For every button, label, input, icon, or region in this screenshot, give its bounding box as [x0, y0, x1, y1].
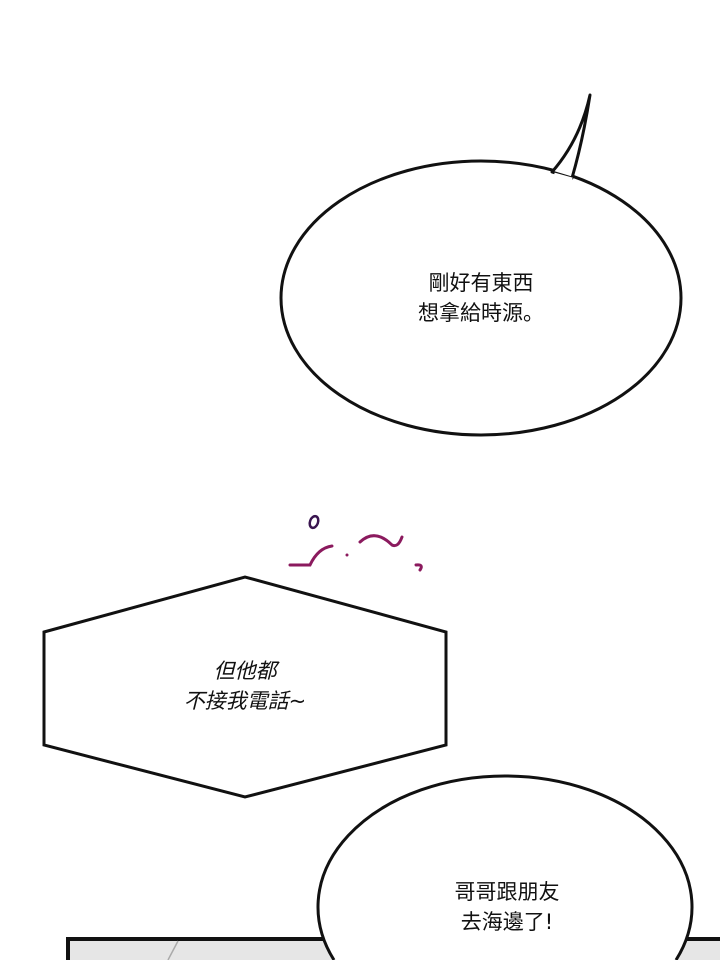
panel-line	[167, 940, 179, 960]
text-line: 但他都	[213, 659, 277, 683]
speech-bubble-3	[316, 774, 694, 960]
text-line: 不接我電話~	[183, 689, 307, 713]
speech-bubble-1	[279, 93, 683, 437]
text-line: 想拿給時源。	[418, 301, 544, 325]
bubble-1-text: 剛好有東西 想拿給時源。	[381, 268, 581, 328]
text-line: 剛好有東西	[428, 271, 534, 295]
bubble-2-text: 但他都 不接我電話~	[145, 656, 345, 716]
bubble-3-text: 哥哥跟朋友 去海邊了!	[407, 877, 607, 937]
thought-box	[42, 575, 448, 799]
text-line: 去海邊了!	[460, 910, 554, 934]
sound-effect	[288, 514, 423, 572]
text-line: 哥哥跟朋友	[454, 880, 560, 904]
